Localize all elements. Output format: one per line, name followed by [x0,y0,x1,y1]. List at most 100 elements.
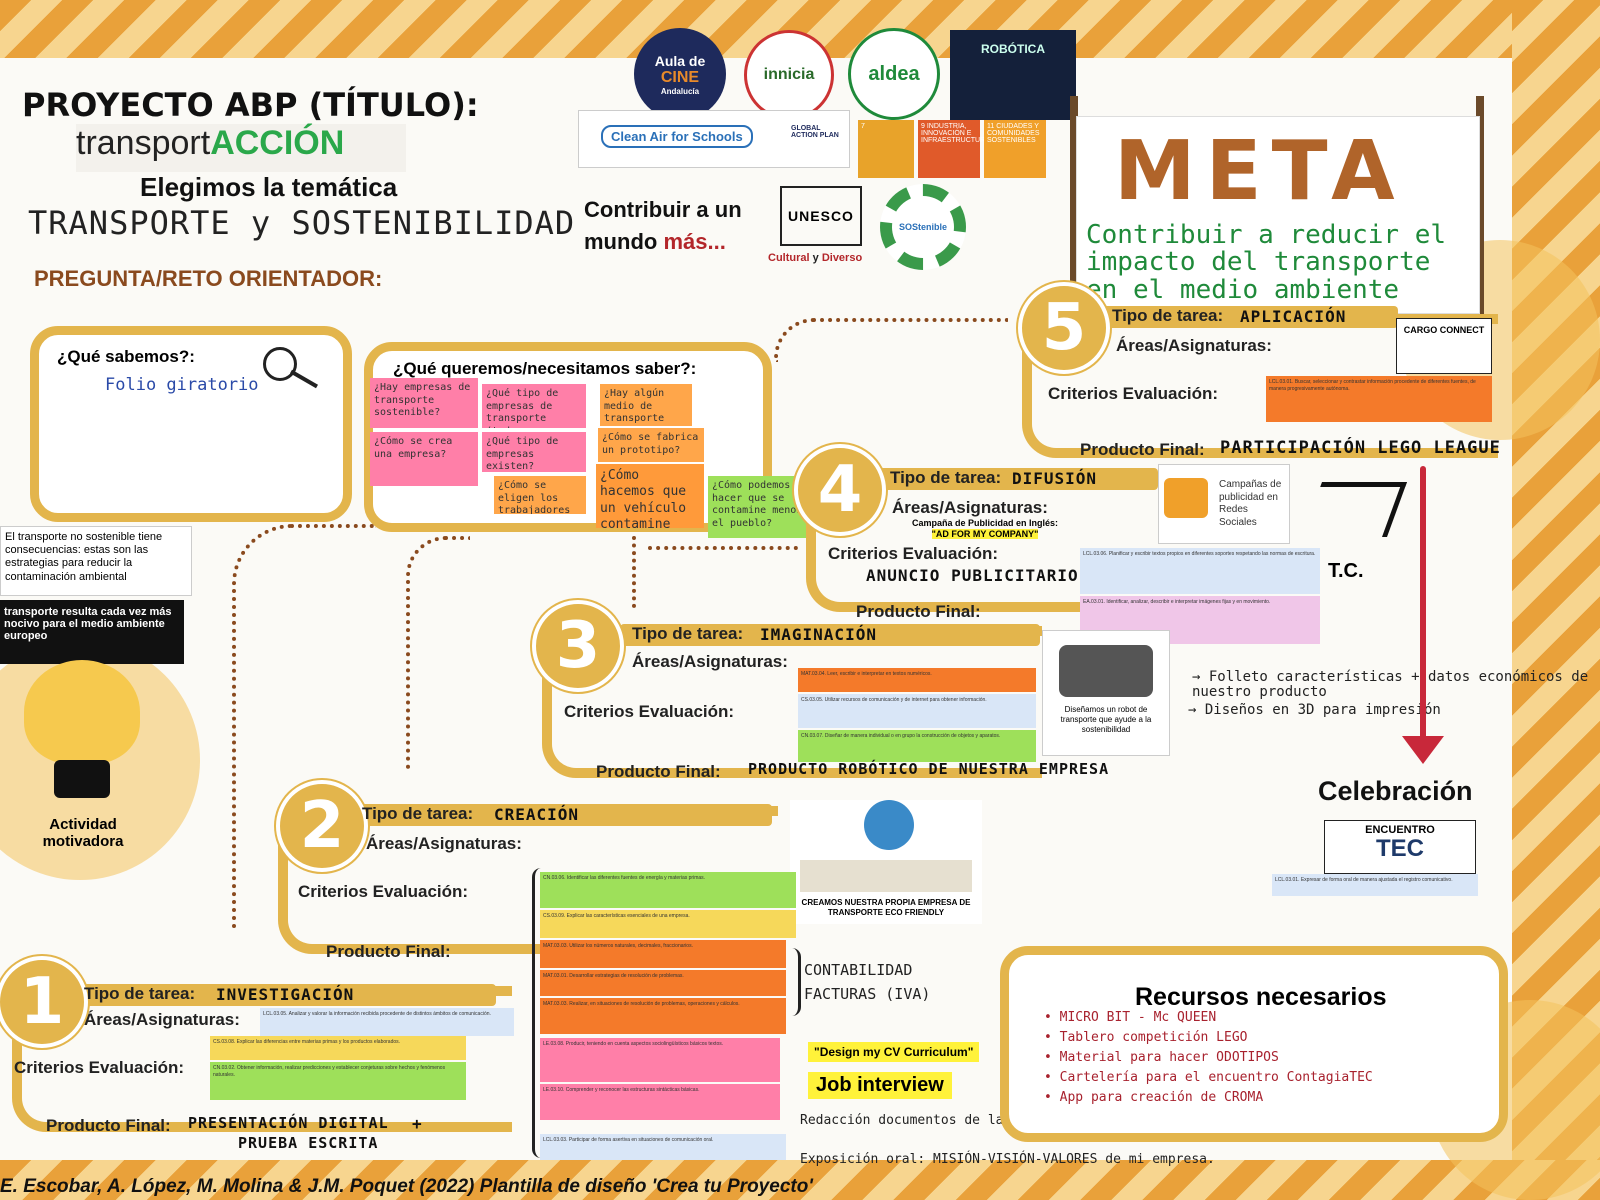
footer-credit: E. Escobar, A. López, M. Molina & J.M. P… [0,1176,813,1197]
phase-3-task-type-label: Tipo de tarea: [632,624,744,643]
aldea-logo: aldea [848,28,940,120]
phase-5-task-type: APLICACIÓN [1240,307,1347,326]
logo-text: ROBÓTICA [981,42,1045,56]
diverso-text: Diverso [821,252,863,264]
notes-bracket [532,868,541,1158]
phase-3-areas-label: Áreas/Asignaturas: [632,652,788,671]
sticky-note: ¿Hay algún medio de transporte que no co… [600,384,692,426]
invoices-text: FACTURAS (IVA) [804,985,931,1003]
project-title: PROYECTO ABP (TÍTULO): [22,86,479,124]
project-name-part1: transport [76,124,211,162]
sticky-note: ¿Cómo se eligen los trabajadores de una … [494,476,586,514]
sostenible-text: SOStenible [898,222,947,232]
contribute-line1: Contribuir a un [584,197,742,222]
logo-text: aldea [868,62,920,85]
phase-3-task-type: IMAGINACIÓN [760,625,877,644]
phase-2-final-product-label: Producto Final: [326,942,451,961]
social-ads-text: Campañas de publicidad en Redes Sociales [1219,479,1282,528]
megaphone-icon [1164,478,1208,518]
phase-3-band [620,624,1040,646]
resource-item: • App para creación de CROMA [1044,1090,1264,1105]
phase-5-band [1100,306,1398,328]
logo-text: innicia [763,66,815,83]
phase-2-output-oral: Exposición oral: MISIÓN-VISIÓN-VALORES d… [800,1152,1215,1167]
contribute-line2: mundo [584,228,658,254]
what-we-know-title: ¿Qué sabemos?: [57,347,195,366]
phase-5-final-product: PARTICIPACIÓN LEGO LEAGUE [1220,438,1501,458]
phase-4-campaign-sub: "AD FOR MY COMPANY" [931,528,1039,539]
phase-3-criteria-note: CN.03.07. Diseñar de manera individual o… [798,730,1036,762]
dotted-arrow [774,318,1008,362]
clean-air-logo-card: Clean Air for Schools GLOBAL ACTION PLAN [578,110,850,168]
tec-text: TEC [1376,835,1424,862]
phase-3-output-2: → Diseños en 3D para impresión [1188,702,1441,718]
sdg-tile-text: 9 INDUSTRIA, INNOVACIÓN E INFRAESTRUCTUR… [921,123,990,144]
dotted-arrow [648,546,798,550]
resource-item: • MICRO BIT - Mc QUEEN [1044,1010,1217,1025]
encuentro-text: ENCUENTRO [1365,824,1435,836]
phase-4-final-product-label: Producto Final: [856,602,981,621]
robot-photo-card: Diseñamos un robot de transporte que ayu… [1042,630,1170,756]
meta-title: META [1114,124,1405,219]
news-clipping-2: transporte resulta cada vez más nocivo p… [0,600,184,664]
lightbulb-icon [24,660,140,764]
sticky-note: ¿Qué tipo de empresas existen? [482,432,586,472]
phase-1-criteria-note: CS.03.08. Explicar las diferencias entre… [210,1036,466,1060]
meta-post-left [1070,96,1078,336]
tc-label: T.C. [1328,560,1364,582]
phase-4-campaign: Campaña de Publicidad en Inglés:"AD FOR … [912,518,1058,540]
phase-5-areas-label: Áreas/Asignaturas: [1116,336,1272,355]
phase-1-final-product-plus: + [412,1114,423,1133]
phase-3-final-product-label: Producto Final: [596,762,721,781]
innicia-logo: innicia [744,30,834,120]
phase-2-criteria-note: CS.03.09. Explicar las características e… [540,910,796,938]
cargo-connect-logo: CARGO CONNECT [1396,318,1492,374]
celebration-title: Celebración [1318,776,1473,806]
people-illustration [800,860,972,892]
phase-4-criteria-label: Criterios Evaluación: [828,544,999,563]
red-arrow-shaft [1420,466,1426,746]
celebration-criteria-note: LCL.03.01. Expresar de forma oral de man… [1272,874,1478,896]
sticky-note: ¿Cómo se crea una empresa? [370,432,478,486]
job-interview-label: Job interview [808,1072,952,1099]
phase-2-criteria-note: MAT.03.03. Utilizar los números naturale… [540,940,786,968]
cultural-text: Cultural [768,252,810,264]
robot-caption: Diseñamos un robot de transporte que ayu… [1060,705,1152,734]
red-arrow-head-icon [1402,736,1444,764]
dotted-arrow [632,536,636,608]
phase-1-final-product: PRESENTACIÓN DIGITAL [188,1114,389,1132]
logo-text: Aula de [654,52,706,69]
phase-2-criteria-note: MAT.03.01. Desarrollar estrategias de re… [540,970,786,996]
resource-item: • Cartelería para el encuentro ContagiaT… [1044,1070,1373,1085]
sdg-7-tile: 7 [858,120,914,178]
cv-curriculum-label: "Design my CV Curriculum" [808,1042,980,1062]
sticky-note: ¿Hay empresas de transporte sostenible? [370,378,478,428]
sdg-tile-text: 11 CIUDADES Y COMUNIDADES SOSTENIBLES [987,123,1040,144]
sticky-note: ¿Cómo hacemos que un vehículo contamine … [596,464,704,528]
phase-4-criteria-value: ANUNCIO PUBLICITARIO [866,566,1079,585]
phase-1-number: 1 [0,956,88,1048]
resource-item: • Tablero competición LEGO [1044,1030,1248,1045]
news-clipping-text: transporte resulta cada vez más nocivo p… [4,606,172,642]
unesco-logo: UNESCO [780,186,862,246]
eco-company-caption: CREAMOS NUESTRA PROPIA EMPRESA DE TRANSP… [801,898,971,917]
phase-3-final-product: PRODUCTO ROBÓTICO DE NUESTRA EMPRESA [748,760,1110,778]
meta-banner [1076,116,1480,314]
phase-1-final-product-label: Producto Final: [46,1116,171,1135]
phase-4-band [868,468,1158,490]
eco-company-card: CREAMOS NUESTRA PROPIA EMPRESA DE TRANSP… [790,800,982,924]
phase-2-criteria-note: CN.03.06. Identificar las diferentes fue… [540,872,796,908]
phase-5-criteria-note: LCL.03.01. Buscar, seleccionar y contras… [1266,376,1492,422]
robot-image [1059,645,1153,697]
sdg-11-tile: 11 CIUDADES Y COMUNIDADES SOSTENIBLES [984,120,1046,178]
news-clipping-text: El transporte no sostenible tiene consec… [5,531,163,583]
phase-2-task-type-label: Tipo de tarea: [362,804,474,823]
notes-bracket [792,948,801,1016]
phase-4-criteria-note: LCL.03.06. Planificar y escribir textos … [1080,548,1320,594]
phase-2-band [352,804,772,826]
clean-air-logo: Clean Air for Schools [601,125,753,148]
phase-2-areas-label: Áreas/Asignaturas: [366,834,522,853]
